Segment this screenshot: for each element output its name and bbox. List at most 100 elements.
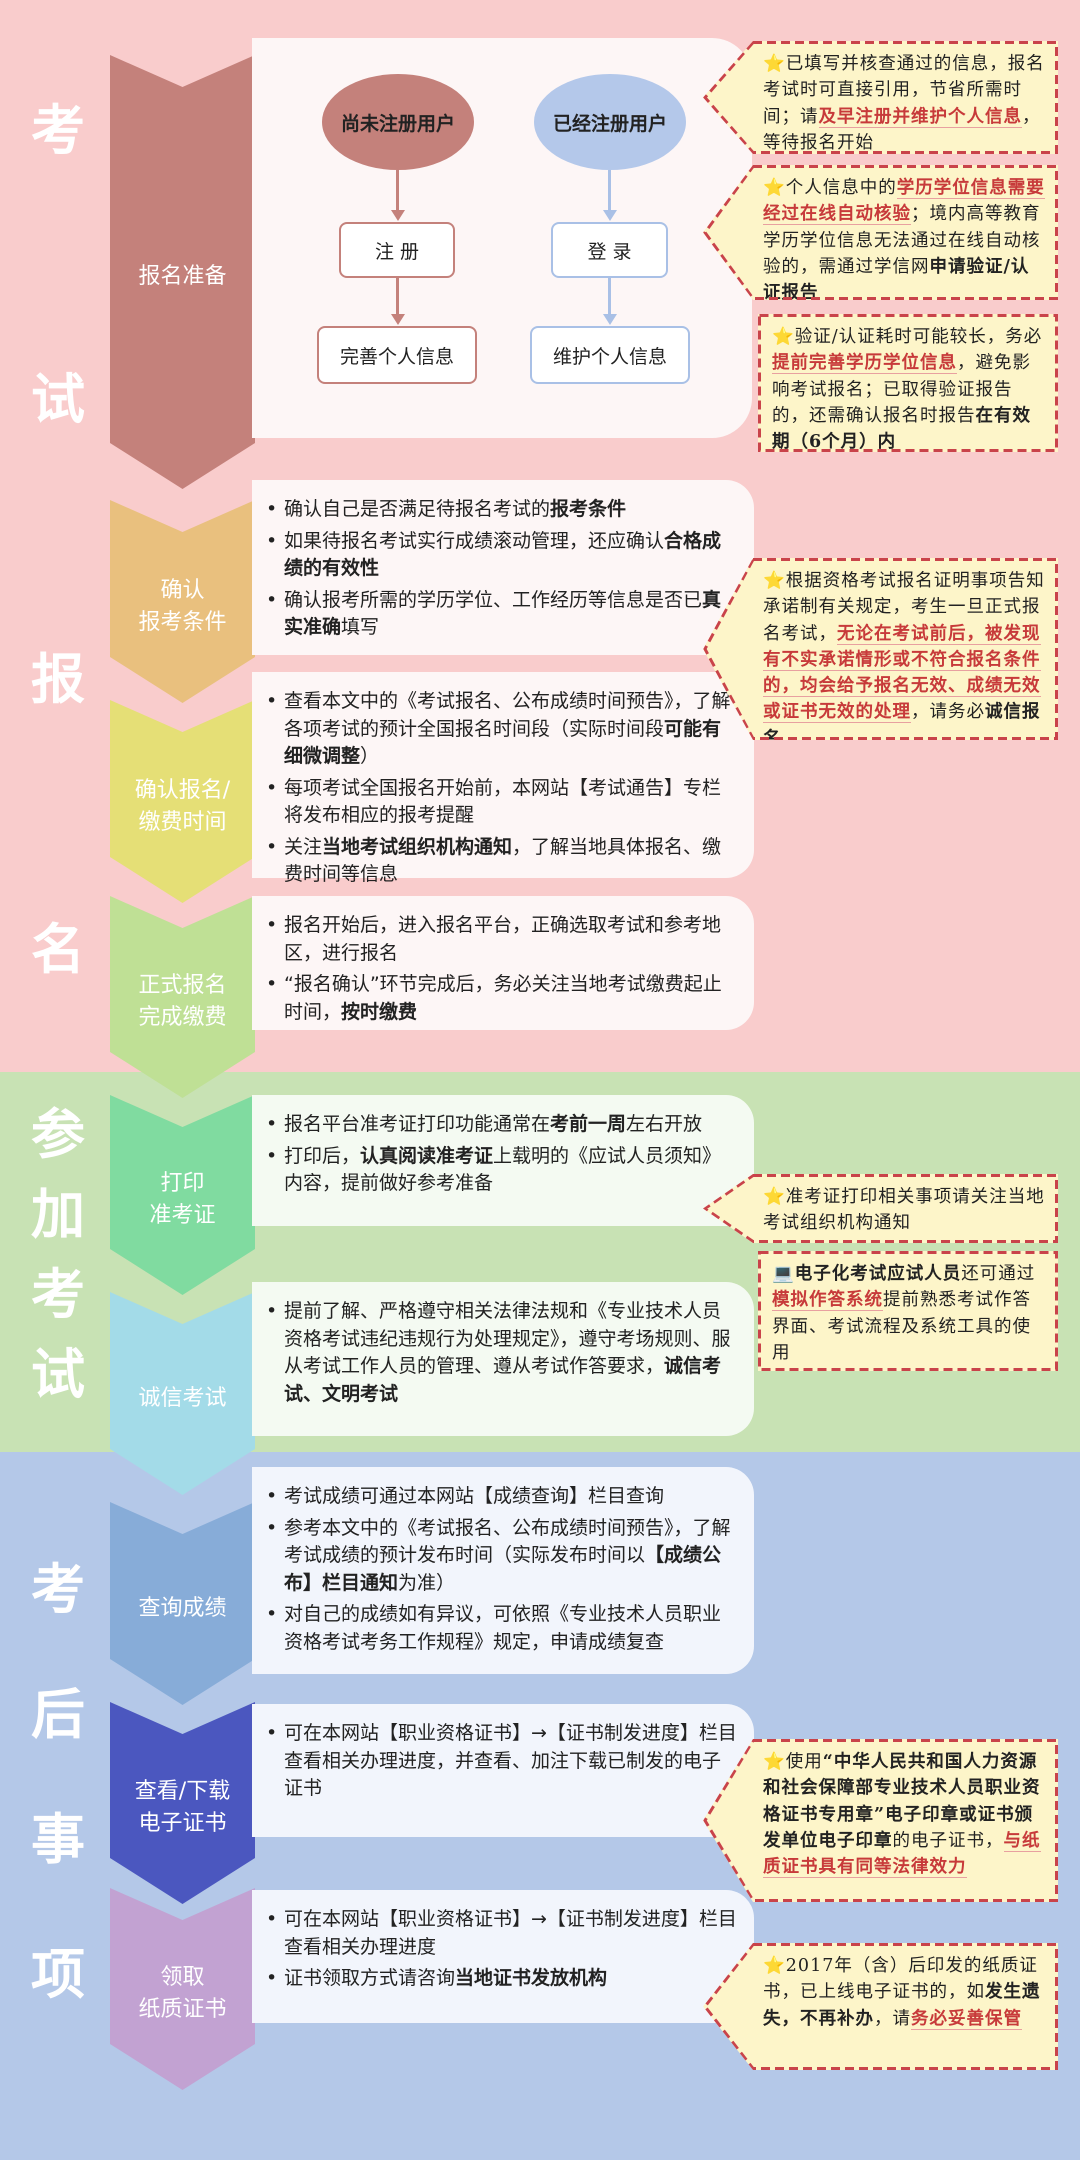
step-details-box: 考试成绩可通过本网站【成绩查询】栏目查询参考本文中的《考试报名、公布成绩时间预告… <box>252 1467 754 1674</box>
star-icon: ⭐ <box>772 327 795 347</box>
bullet-item: 对自己的成绩如有异议，可依照《专业技术人员职业资格考试考务工作规程》规定，申请成… <box>266 1601 738 1656</box>
bullet-item: “报名确认”环节完成后，务必关注当地考试缴费起止时间，按时缴费 <box>266 971 738 1026</box>
bullet-item: 每项考试全国报名开始前，本网站【考试通告】专栏将发布相应的报考提醒 <box>266 775 738 830</box>
step-chevron: 正式报名完成缴费 <box>110 896 255 1098</box>
registered-user-node: 已经注册用户 <box>534 74 686 170</box>
bold-text: 当地考试组织机构通知 <box>322 835 513 858</box>
text: 上载明的《应试人员须知》内容，提前做好参考准备 <box>284 1144 722 1195</box>
step-label: 诚信考试 <box>138 1383 226 1415</box>
text: 报名平台准考证打印功能通常在 <box>284 1113 551 1135</box>
tip-callout: ⭐根据资格考试报名证明事项告知承诺制有关规定，考生一旦正式报名考试，无论在考试前… <box>703 558 1058 740</box>
register-button[interactable]: 注 册 <box>339 222 455 278</box>
step-chevron: 查询成绩 <box>110 1502 255 1705</box>
bold-text: 考前一周 <box>550 1113 627 1135</box>
step-details-box: 确认自己是否满足待报名考试的报考条件如果待报名考试实行成绩滚动管理，还应确认合格… <box>252 480 754 655</box>
step-label: 确认报名/缴费时间 <box>135 775 230 839</box>
step-chevron: 打印准考证 <box>110 1095 255 1295</box>
section-title-char: 项 <box>31 1943 85 2006</box>
tip-callout: ⭐使用“中华人民共和国人力资源和社会保障部专业技术人员职业资格证书专用章”电子印… <box>703 1739 1058 1902</box>
step-label-line: 报考条件 <box>138 609 227 635</box>
text: “报名确认”环节完成后，务必关注当地考试缴费起止时间， <box>284 973 722 1023</box>
bold-text: 【成绩公布】栏目通知 <box>284 1544 722 1594</box>
text: 参考本文中的《考试报名、公布成绩时间预告》，了解考试成绩的预计发布时间（实际发布… <box>284 1516 731 1567</box>
tip-callout: ⭐已填写并核查通过的信息，报名考试时可直接引用，节省所需时间；请及早注册并维护个… <box>703 41 1058 154</box>
step-details-box: 报名开始后，进入报名平台，正确选取考试和参考地区，进行报名 “报名确认”环节完成后… <box>252 896 754 1030</box>
step-details-box: 可在本网站【职业资格证书】→【证书制发进度】栏目查看相关办理进度证书领取方式请咨… <box>252 1890 754 2023</box>
step-chevron: 确认报考条件 <box>110 500 255 703</box>
step-chevron: 诚信考试 <box>110 1292 255 1495</box>
bullet-list: 提前了解、严格遵守相关法律法规和《专业技术人员资格考试违纪违规行为处理规定》，遵… <box>266 1298 738 1408</box>
step-label: 打印准考证 <box>149 1168 215 1232</box>
step-details-box: 报名平台准考证打印功能通常在考前一周左右开放打印后，认真阅读准考证上载明的《应试… <box>252 1095 754 1226</box>
bullet-item: 考试成绩可通过本网站【成绩查询】栏目查询 <box>266 1483 738 1511</box>
text: 可在本网站【职业资格证书】→【证书制发进度】栏目查看相关办理进度，并查看、加注下… <box>284 1722 737 1800</box>
text: 每项考试全国报名开始前，本网站【考试通告】专栏将发布相应的报考提醒 <box>284 776 722 827</box>
star-icon: ⭐ <box>763 1752 786 1772</box>
step-details-box: 可在本网站【职业资格证书】→【证书制发进度】栏目查看相关办理进度，并查看、加注下… <box>252 1704 754 1837</box>
arrow-down-icon <box>391 210 405 221</box>
highlight-text: 模拟作答系统 <box>772 1290 883 1312</box>
highlight-text: 及早注册并维护个人信息 <box>818 106 1022 128</box>
step-label-line: 缴费时间 <box>138 809 227 835</box>
bullet-item: 证书领取方式请咨询当地证书发放机构 <box>266 1965 738 1993</box>
text: 准考证打印相关事项请关注当地考试组织机构通知 <box>763 1187 1045 1234</box>
text: 关注 <box>284 835 323 858</box>
bullet-item: 关注当地考试组织机构通知，了解当地具体报名、缴费时间等信息 <box>266 834 738 889</box>
text: 报名开始后，进入报名平台，正确选取考试和参考地区，进行报名 <box>284 914 722 964</box>
step-details-box: 查看本文中的《考试报名、公布成绩时间预告》，了解各项考试的预计全国报名时间段（实… <box>252 672 754 885</box>
step-label-line: 确认 <box>160 577 205 603</box>
text: 左右开放 <box>626 1113 703 1135</box>
bold-text: 合格成绩的有效性 <box>284 529 722 580</box>
step-label-line: 电子证书 <box>138 1811 227 1836</box>
highlight-text: 务必妥善保管 <box>911 2008 1022 2030</box>
step-label-line: 纸质证书 <box>138 1997 227 2022</box>
section-title-char: 试 <box>31 1343 85 1406</box>
bullet-item: 可在本网站【职业资格证书】→【证书制发进度】栏目查看相关办理进度 <box>266 1906 738 1961</box>
laptop-icon: 💻 <box>772 1264 795 1284</box>
step-label-line: 准考证 <box>149 1203 216 1228</box>
step-label-line: 正式报名 <box>138 973 227 999</box>
arrow-down-icon <box>391 314 405 325</box>
section-title-char: 名 <box>31 918 85 981</box>
step-details-box: 提前了解、严格遵守相关法律法规和《专业技术人员资格考试违纪违规行为处理规定》，遵… <box>252 1282 754 1436</box>
section-title-char: 报 <box>31 648 85 711</box>
text: 确认报考所需的学历学位、工作经历等信息是否已 <box>284 588 703 611</box>
registration-flow-diagram: 尚未注册用户 已经注册用户 注 册 登 录 完善个人信息 维护个人信息 <box>252 38 752 438</box>
text: ，请 <box>874 2008 911 2029</box>
step-chevron: 领取纸质证书 <box>110 1888 255 2090</box>
step-label-line: 诚信考试 <box>138 1385 227 1411</box>
login-button[interactable]: 登 录 <box>551 222 668 278</box>
arrow-down-icon <box>603 210 617 221</box>
star-icon: ⭐ <box>763 1956 786 1976</box>
step-label-line: 打印 <box>160 1171 205 1197</box>
section-title-char: 后 <box>31 1683 85 1746</box>
bullet-list: 考试成绩可通过本网站【成绩查询】栏目查询参考本文中的《考试报名、公布成绩时间预告… <box>266 1483 738 1656</box>
step-label: 查询成绩 <box>138 1593 226 1625</box>
bullet-item: 报名平台准考证打印功能通常在考前一周左右开放 <box>266 1111 738 1139</box>
tip-callout: ⭐个人信息中的学历学位信息需要经过在线自动核验；境内高等教育学历学位信息无法通过… <box>703 165 1058 300</box>
section-title-char: 考 <box>31 1558 85 1621</box>
star-icon: ⭐ <box>763 54 786 74</box>
step-label: 正式报名完成缴费 <box>138 970 226 1034</box>
section-title-char: 试 <box>31 368 85 431</box>
maintain-info-node: 维护个人信息 <box>530 326 690 384</box>
text: 的电子证书， <box>892 1830 1004 1851</box>
section-title-char: 加 <box>31 1183 85 1246</box>
bullet-list: 可在本网站【职业资格证书】→【证书制发进度】栏目查看相关办理进度，并查看、加注下… <box>266 1720 738 1803</box>
step-chevron: 报名准备 <box>110 55 255 489</box>
step-label-line: 报名准备 <box>138 264 227 290</box>
text: 确认自己是否满足待报名考试的 <box>284 498 551 520</box>
bullet-item: 查看本文中的《考试报名、公布成绩时间预告》，了解各项考试的预计全国报名时间段（实… <box>266 688 738 771</box>
bullet-item: 打印后，认真阅读准考证上载明的《应试人员须知》内容，提前做好参考准备 <box>266 1143 738 1198</box>
text: 可在本网站【职业资格证书】→【证书制发进度】栏目查看相关办理进度 <box>284 1908 737 1958</box>
star-icon: ⭐ <box>763 571 786 591</box>
step-label-line: 查询成绩 <box>138 1595 227 1621</box>
step-label: 查看/下载电子证书 <box>135 1776 230 1840</box>
step-label-line: 完成缴费 <box>138 1005 227 1030</box>
complete-info-node: 完善个人信息 <box>317 326 477 384</box>
text: 打印后， <box>284 1144 361 1167</box>
step-label-line: 查看/下载 <box>134 1779 231 1805</box>
bullet-list: 可在本网站【职业资格证书】→【证书制发进度】栏目查看相关办理进度证书领取方式请咨… <box>266 1906 738 1993</box>
step-label: 领取纸质证书 <box>138 1962 226 2026</box>
unregistered-user-node: 尚未注册用户 <box>322 74 474 170</box>
